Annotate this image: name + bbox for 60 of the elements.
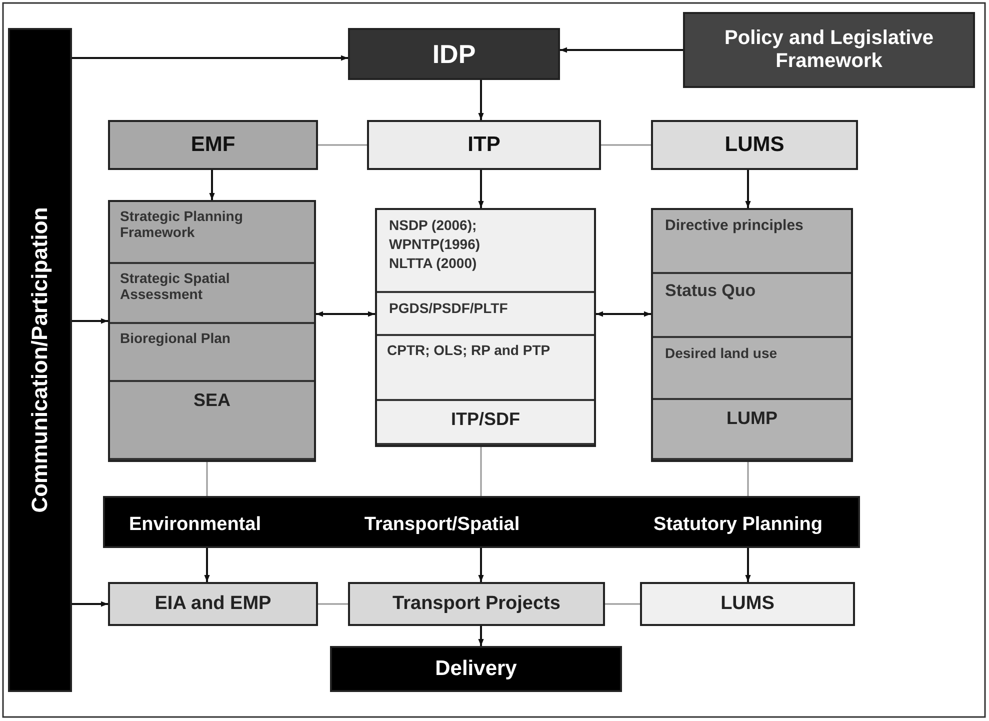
band-label: Statutory Planning <box>652 514 824 536</box>
arrow <box>478 548 484 582</box>
node-label: Policy and Legislative Framework <box>724 27 934 73</box>
node-label: Communication/Participation <box>27 207 53 513</box>
node-label: IDP <box>432 38 476 70</box>
arrow <box>745 548 751 582</box>
node-label: EMF <box>190 133 236 157</box>
node-label: PGDS/PSDF/PLTF <box>389 299 508 318</box>
arrow <box>745 170 751 208</box>
node-label: Strategic Spatial Assessment <box>120 270 231 302</box>
process-box <box>108 120 318 170</box>
stack-box <box>375 208 596 447</box>
connector-line <box>605 603 640 605</box>
band-label: Environmental <box>128 514 262 536</box>
process-box <box>108 582 318 626</box>
node-label: LUMP <box>726 408 778 429</box>
node-label: ITP <box>468 133 500 157</box>
connector-line <box>480 447 482 496</box>
arrow <box>316 311 375 317</box>
node-label: Bioregional Plan <box>120 330 230 346</box>
connector-line <box>318 603 348 605</box>
process-box <box>348 28 560 80</box>
node-label: ITP/SDF <box>450 409 520 430</box>
process-box <box>330 646 622 692</box>
node-label: LUMS <box>724 133 784 157</box>
band-label: Transport/Spatial <box>363 514 521 536</box>
node-label: SEA <box>193 390 230 411</box>
category-band <box>103 496 860 548</box>
node-label: EIA and EMP <box>154 593 272 615</box>
connector-line <box>206 462 208 496</box>
node-label: Desired land use <box>665 344 778 363</box>
node-label: CPTR; OLS; RP and PTP <box>387 342 550 358</box>
node-label: Status Quo <box>665 280 756 302</box>
participation-bar <box>8 28 72 692</box>
arrow <box>209 170 215 200</box>
connector-line <box>318 144 367 146</box>
arrow <box>596 311 651 317</box>
node-label: LUMS <box>720 593 774 615</box>
arrow <box>478 170 484 208</box>
node-label: Transport Projects <box>392 593 560 615</box>
arrow <box>478 80 484 120</box>
node-label: Strategic Planning Framework <box>120 208 244 240</box>
process-box <box>348 582 605 626</box>
connector-line <box>747 462 749 496</box>
arrow <box>72 55 348 61</box>
node-label: Delivery <box>435 657 517 681</box>
arrow <box>478 626 484 646</box>
node-label: NSDP (2006); WPNTP(1996) NLTTA (2000) <box>389 216 482 273</box>
connector-line <box>601 144 651 146</box>
process-box <box>683 12 975 88</box>
stack-box <box>108 200 316 462</box>
process-box <box>367 120 601 170</box>
arrow <box>72 601 108 607</box>
arrow <box>560 47 683 53</box>
arrow <box>72 318 108 324</box>
stack-box <box>651 208 853 462</box>
node-label: Directive principles <box>665 216 804 236</box>
process-box <box>651 120 858 170</box>
process-box <box>640 582 855 626</box>
arrow <box>204 548 210 582</box>
